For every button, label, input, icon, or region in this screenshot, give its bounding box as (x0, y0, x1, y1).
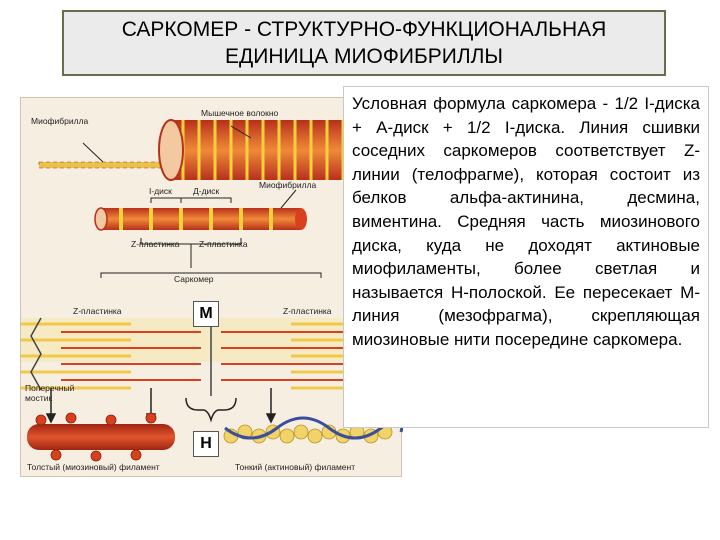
m-line-box: М (193, 301, 219, 327)
sarcomere-band (21, 313, 403, 396)
title-box: САРКОМЕР - СТРУКТУРНО-ФУНКЦИОНАЛЬНАЯ ЕДИ… (62, 10, 666, 76)
label-thin-filament: Тонкий (актиновый) филамент (235, 462, 356, 472)
label-muscle-fiber: Мышечное волокно (201, 108, 279, 118)
disk-brackets (82, 125, 322, 278)
thick-filament (27, 412, 175, 462)
sarcomere-figure: Миофибрилла Мышечное волокно I-диск Д-ди… (20, 97, 403, 477)
label-myofibril-top: Миофибрилла (31, 116, 89, 126)
label-d-disk: Д-диск (193, 186, 220, 196)
label-i-disk: I-диск (149, 186, 172, 196)
description-text: Условная формула саркомера - 1/2 I-диска… (352, 94, 700, 349)
label-z-plate-1: Z-пластинка (131, 239, 180, 249)
h-zone-brace (185, 397, 237, 423)
muscle-fiber-bundle (158, 119, 373, 181)
label-z-plate-right: Z-пластинка (283, 306, 332, 316)
label-cross-bridge: Поперечный мостик (25, 383, 75, 403)
description-box: Условная формула саркомера - 1/2 I-диска… (343, 86, 709, 428)
page-title: САРКОМЕР - СТРУКТУРНО-ФУНКЦИОНАЛЬНАЯ ЕДИ… (122, 16, 607, 70)
label-z-plate-2: Z-пластинка (199, 239, 248, 249)
label-z-plate-left: Z-пластинка (73, 306, 122, 316)
title-line-1: САРКОМЕР - СТРУКТУРНО-ФУНКЦИОНАЛЬНАЯ (121, 18, 607, 41)
title-line-2: ЕДИНИЦА МИОФИБРИЛЛЫ (225, 45, 503, 68)
label-myofibril-mid: Миофибрилла (259, 180, 317, 190)
h-zone-box: Н (193, 431, 219, 457)
label-thick-filament: Толстый (миозиновый) филамент (27, 462, 160, 472)
label-sarcomere: Саркомер (174, 274, 214, 284)
myofibril-cylinder (94, 207, 307, 231)
